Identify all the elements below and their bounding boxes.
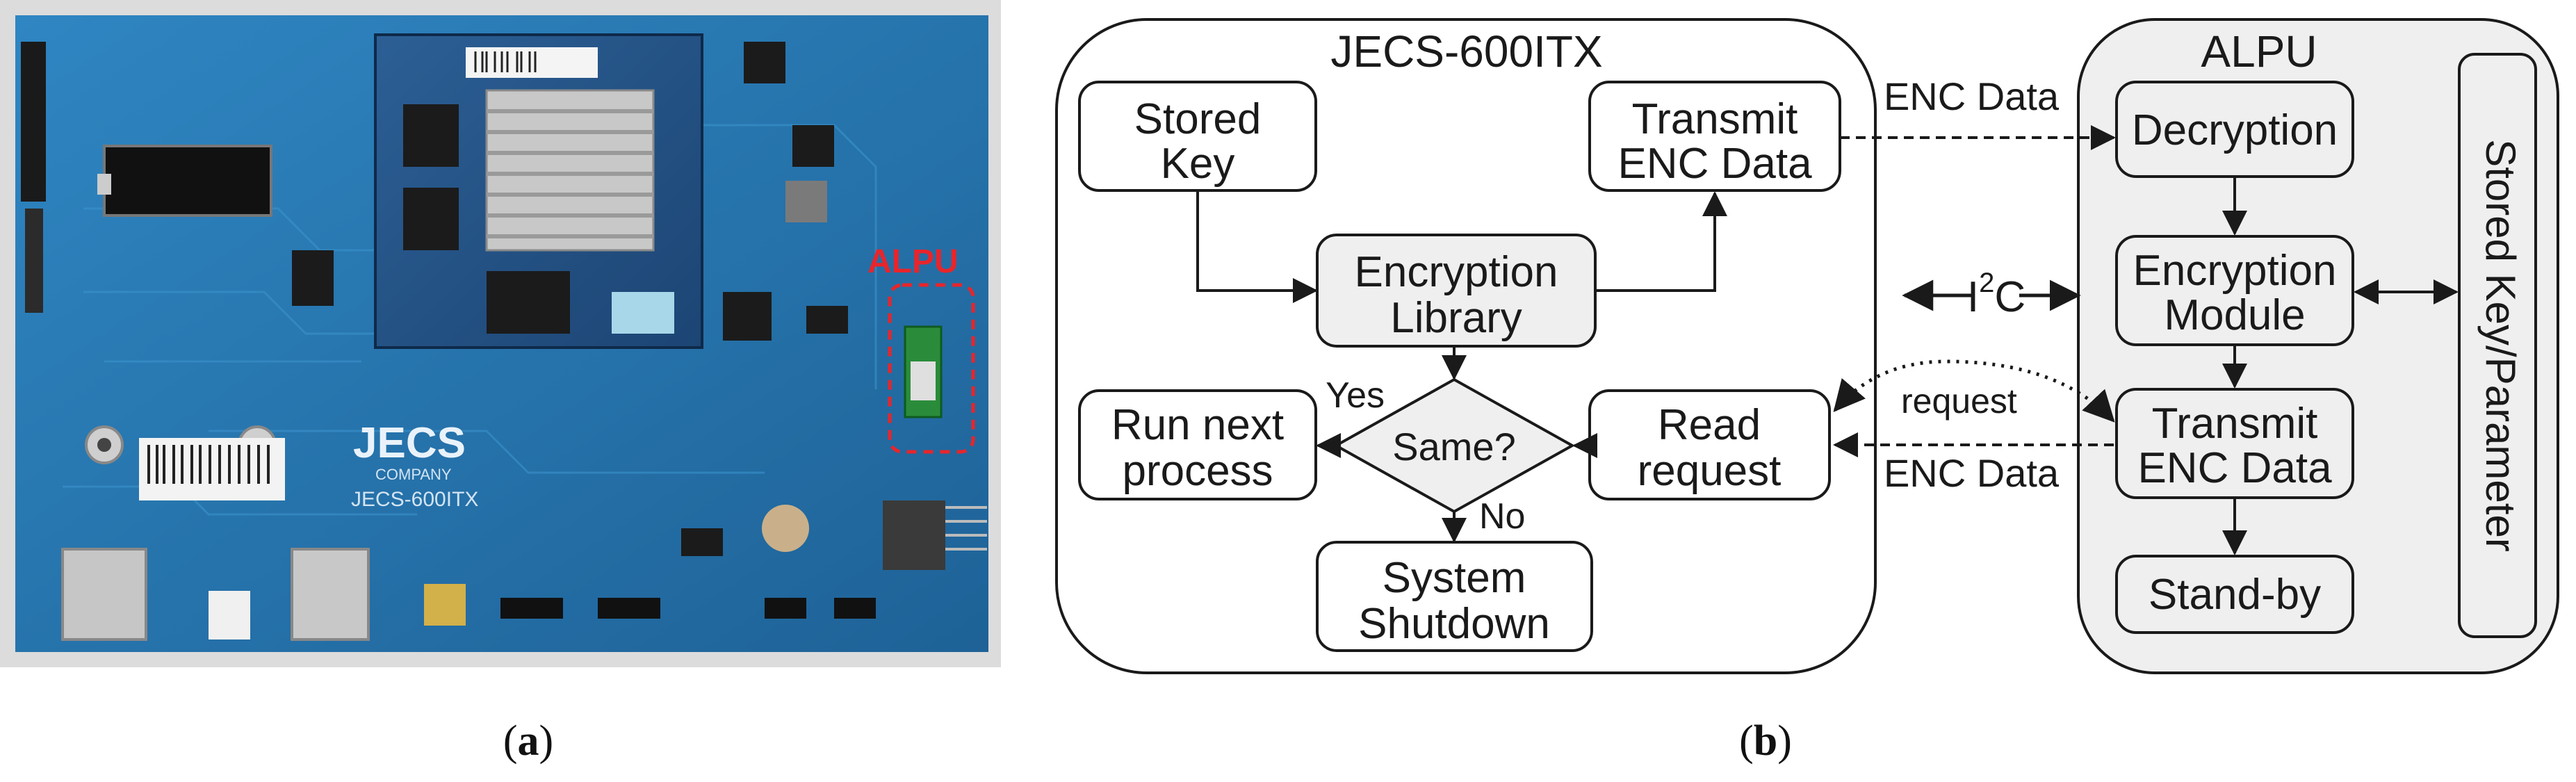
mpcie-slot [103,145,272,217]
shutdown-line2: Shutdown [1358,600,1550,648]
mount-hole-1-center [97,438,111,452]
chip-c [723,292,772,341]
heatsink-fins [487,109,653,238]
battery [762,505,809,552]
alpu-chip [911,361,936,400]
chip-b [792,125,834,167]
arrow-key-to-library [1196,190,1318,303]
encryption-module-line2: Module [2164,291,2305,339]
alpu-transmit-line2: ENC Data [2137,444,2332,492]
board-photo: JECS COMPANY JECS-600ITX ALPU [0,0,1001,667]
sim-slot [61,548,147,641]
left-header [25,209,43,313]
read-request-line2: request [1638,447,1782,495]
white-connector [209,591,250,640]
inductor [785,181,827,222]
pin-header-2 [598,598,660,619]
board-logo: JECS [353,419,466,467]
pin-header-4 [834,598,876,619]
shutdown-line1: System [1383,554,1526,602]
module-label-sticker [466,47,598,78]
enc-data-bottom-label: ENC Data [1884,451,2060,495]
module-sticker-light [612,292,674,334]
stored-key-line2: Key [1161,140,1235,188]
request-label: request [1901,382,2017,421]
caption-a: (a) [503,717,553,765]
same-label: Same? [1392,425,1515,469]
mpcie-latch [97,174,111,195]
standby-label: Stand-by [2149,571,2321,619]
enc-data-top-label: ENC Data [1884,74,2060,118]
jecs-title: JECS-600ITX [1330,26,1602,76]
memory-chip-3 [487,271,570,334]
ribbon-wires [945,506,987,551]
chip-d [806,306,848,334]
arrow-library-to-transmit [1597,191,1727,292]
board-logo-sub: COMPANY [375,466,452,483]
pin-header-1 [500,598,563,619]
yes-label: Yes [1326,375,1385,416]
board-model-text: JECS-600ITX [351,488,478,511]
read-request-line1: Read [1658,401,1761,449]
no-label: No [1479,496,1525,537]
memory-chip-1 [403,104,459,167]
encryption-module-line1: Encryption [2133,247,2337,295]
memory-chip-2 [403,188,459,250]
alpu-photo-label: ALPU [867,243,959,280]
stored-param-box [2458,53,2537,638]
alpu-title: ALPU [2201,26,2317,76]
jecs-transmit-line1: Transmit [1632,95,1798,143]
encryption-library-line2: Library [1390,294,1522,342]
barcode-lines [147,445,270,484]
ribbon-connector [883,500,945,570]
caption-b: (b) [1739,717,1792,765]
standby-box [2115,555,2354,634]
usb-port [424,584,466,626]
chip-f [681,528,723,556]
sd-slot [291,548,370,641]
stored-key-line1: Stored [1134,95,1262,143]
alpu-transmit-line1: Transmit [2152,400,2318,448]
sticker-barcode [474,51,537,72]
run-next-line2: process [1122,447,1273,495]
heatsink [485,89,655,252]
encryption-library-line1: Encryption [1355,248,1558,296]
chip-e [292,250,334,306]
alpu-highlight-box [888,283,975,454]
left-connector [21,42,46,202]
decryption-label: Decryption [2132,106,2338,154]
pin-header-3 [765,598,806,619]
stored-param-label: Stored Key/Parameter [2477,139,2524,552]
jecs-transmit-line2: ENC Data [1617,140,1812,188]
run-next-line1: Run next [1111,401,1284,449]
chip-a [744,42,785,83]
i2c-label: I2C [1967,268,2025,321]
